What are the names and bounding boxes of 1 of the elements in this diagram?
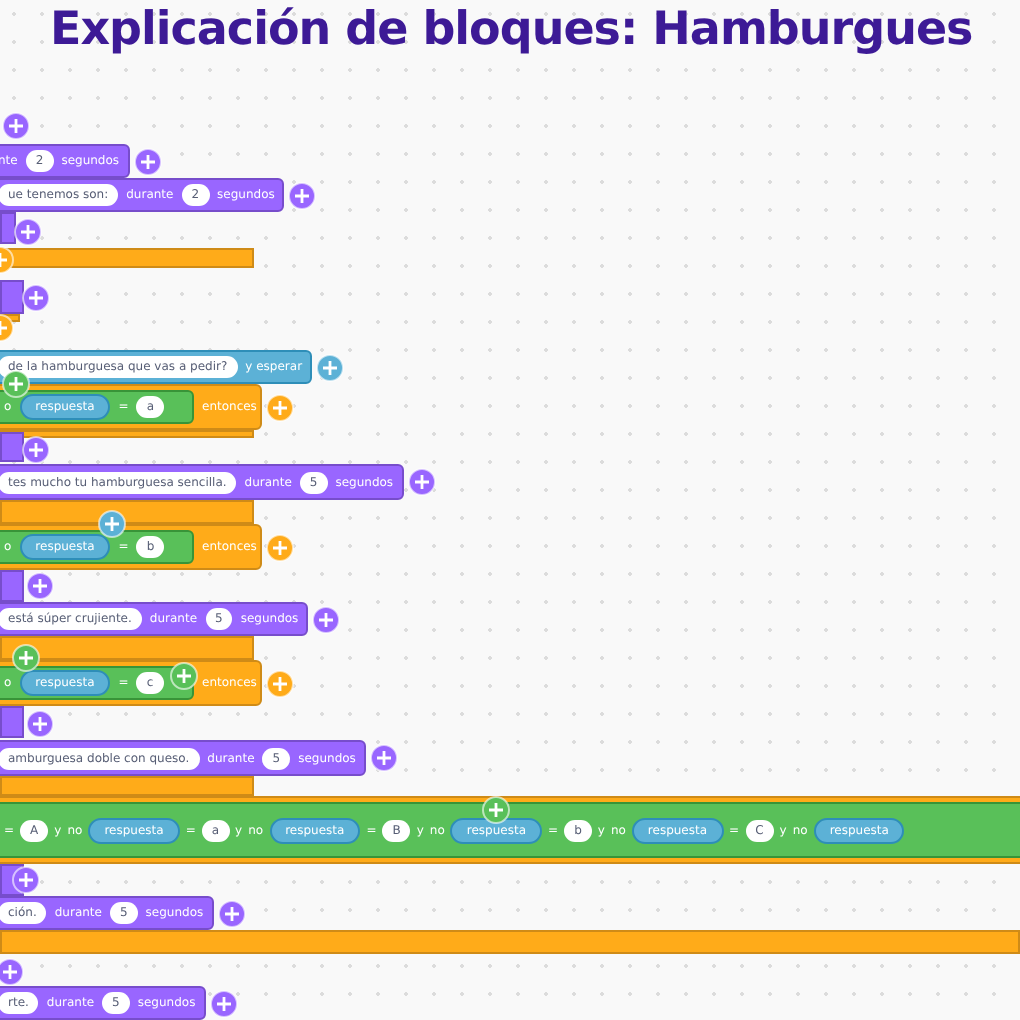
title: Explicación de bloques: Hamburgues <box>50 4 973 56</box>
